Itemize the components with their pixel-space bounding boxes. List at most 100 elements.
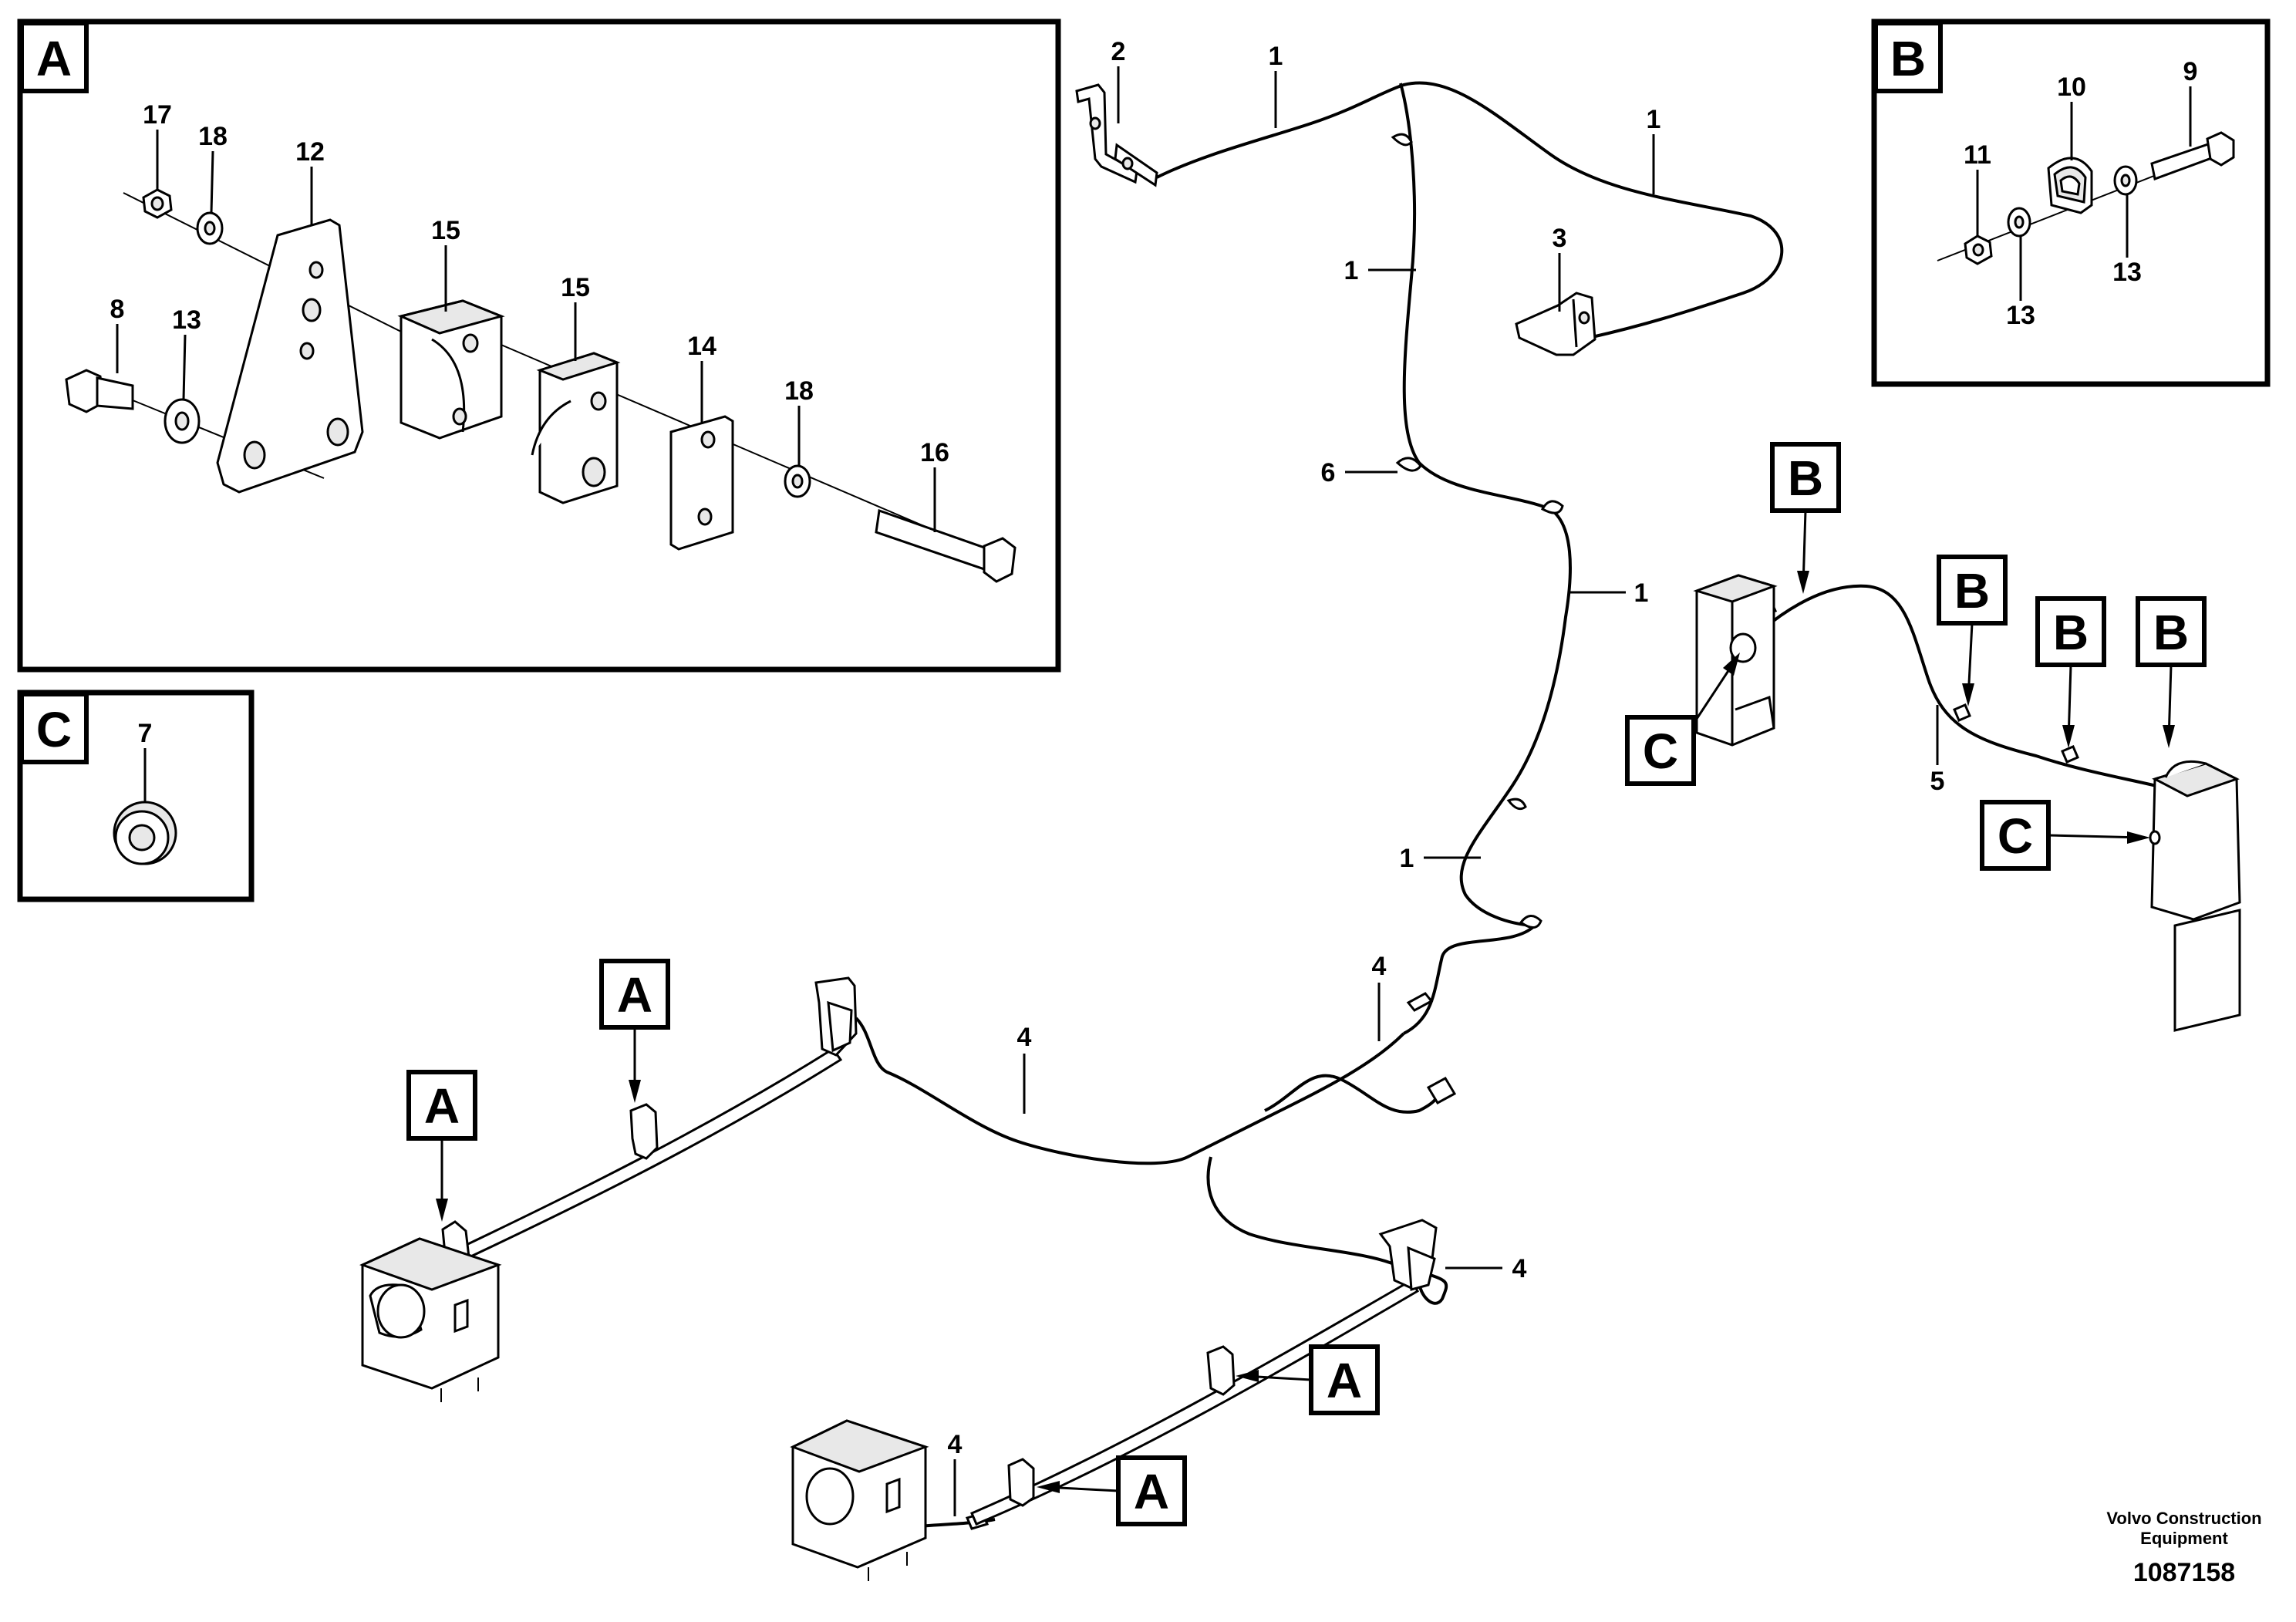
mounting-rail-right	[970, 1219, 1438, 1526]
callout-10: 10	[2057, 73, 2086, 102]
nut-11	[1964, 234, 1993, 265]
detail-box-a-label: A	[36, 31, 72, 86]
callout-13-right: 13	[2112, 258, 2142, 287]
callout-8: 8	[110, 295, 125, 324]
washer-13-left	[2007, 207, 2031, 238]
callout-13: 13	[172, 305, 201, 335]
drawing-number: 1087158	[2133, 1558, 2235, 1587]
connector	[1406, 992, 1434, 1012]
detail-box-c-label: C	[36, 702, 72, 757]
washer-18-top	[196, 211, 224, 245]
clip	[1519, 915, 1542, 929]
callout-13-left: 13	[2006, 301, 2035, 330]
callout-14: 14	[687, 332, 716, 361]
detail-box-b-tag	[1873, 21, 1943, 93]
callouts-main: 2 1 1 3 1 6 1 1 4 4 4 4 5	[948, 37, 1945, 1516]
callout-7: 7	[138, 719, 153, 748]
tag-b-right-1: B	[1937, 555, 2008, 706]
tag-a-left: A	[406, 1070, 477, 1222]
washer-13	[164, 398, 201, 444]
callout-18-bottom: 18	[784, 376, 814, 406]
callout-2: 2	[1111, 37, 1126, 66]
bracket-3	[1515, 292, 1596, 356]
tag-b-right-2: B	[2035, 596, 2106, 748]
callout-1-top: 1	[1269, 42, 1283, 71]
callout-4-bottom: 4	[948, 1430, 963, 1459]
plate-12	[216, 218, 364, 494]
plate-14	[669, 415, 734, 551]
callout-1-lower: 1	[1634, 578, 1649, 608]
svg-text:B: B	[1788, 450, 1823, 506]
callout-1-mid: 1	[1344, 256, 1359, 285]
callout-6: 6	[1321, 458, 1336, 487]
callout-18-top: 18	[198, 122, 228, 151]
mounting-rail-left	[441, 976, 858, 1268]
detail-box-a-tag	[19, 21, 89, 93]
svg-text:A: A	[1134, 1464, 1169, 1519]
svg-text:B: B	[1954, 563, 1990, 619]
callout-15-left: 15	[431, 216, 460, 245]
callout-9: 9	[2183, 57, 2198, 86]
svg-text:B: B	[2053, 605, 2089, 660]
block-15-left	[397, 299, 505, 440]
light-unit-left	[359, 1237, 502, 1402]
bolt-16	[875, 508, 1017, 583]
reference-tags-a: A A A A	[406, 959, 1380, 1526]
tag-b-right-3: B	[2136, 596, 2207, 748]
nut-17	[142, 188, 173, 219]
bolt-9	[2150, 131, 2235, 181]
block-15-right	[531, 352, 621, 504]
harness-4	[855, 992, 1457, 1530]
clip	[1540, 500, 1564, 514]
enclosure-right	[2149, 760, 2241, 1032]
callout-5: 5	[1930, 767, 1945, 796]
svg-text:B: B	[2153, 605, 2189, 660]
clip	[1953, 703, 1971, 722]
bolt-8	[65, 369, 134, 413]
harness-1	[1156, 81, 1784, 1035]
washer-18-bottom	[784, 464, 811, 498]
bracket-2	[1075, 83, 1158, 187]
callout-12: 12	[295, 137, 325, 167]
detail-box-b-label: B	[1890, 31, 1926, 86]
callout-1-bottom: 1	[1400, 844, 1414, 873]
clamp-10	[2047, 157, 2093, 214]
clip	[2061, 745, 2079, 764]
callout-4-right: 4	[1512, 1254, 1527, 1283]
callout-16: 16	[920, 438, 949, 467]
light-unit-bottom	[790, 1419, 929, 1581]
tag-b-upper: B	[1770, 442, 1841, 594]
cable-tie-6	[1395, 457, 1422, 472]
main-assembly: 2 1 1 3 1 6 1 1 4 4 4 4 5	[359, 37, 2241, 1581]
svg-text:A: A	[1327, 1353, 1362, 1408]
tag-c-left: C	[1625, 653, 1740, 786]
grommet-7	[113, 801, 177, 865]
svg-text:C: C	[1998, 808, 2033, 864]
reference-tags-b: B B B B	[1770, 442, 2207, 748]
callouts-box-a: 17 18 12 15 15 8 13 14 18 16	[110, 100, 949, 532]
callout-11: 11	[1964, 140, 1991, 170]
svg-text:C: C	[1643, 723, 1678, 779]
callout-1-right: 1	[1647, 105, 1661, 134]
brand-line-1: Volvo Construction	[2106, 1509, 2261, 1528]
connector	[1426, 1076, 1457, 1105]
svg-text:A: A	[617, 967, 652, 1023]
tag-a-upper: A	[599, 959, 670, 1103]
svg-text:A: A	[424, 1078, 460, 1134]
detail-box-c: C 7	[17, 690, 255, 902]
footer: Volvo Construction Equipment 1087158	[2106, 1509, 2261, 1587]
brand-line-2: Equipment	[2140, 1529, 2228, 1548]
callout-17: 17	[143, 100, 172, 130]
detail-box-c-tag	[19, 692, 89, 764]
detail-box-b: B 11 10 9 13	[1871, 19, 2271, 387]
callout-3: 3	[1553, 224, 1567, 253]
clip	[1506, 798, 1527, 811]
washer-13-right	[2113, 165, 2138, 196]
callout-4-mid: 4	[1372, 952, 1387, 981]
tag-a-middle-right: A	[1236, 1344, 1380, 1415]
tag-a-bottom: A	[1037, 1455, 1187, 1526]
detail-box-a: A	[17, 19, 1061, 673]
reference-tags-c: C C	[1625, 653, 2150, 871]
callout-4-left: 4	[1017, 1023, 1032, 1052]
